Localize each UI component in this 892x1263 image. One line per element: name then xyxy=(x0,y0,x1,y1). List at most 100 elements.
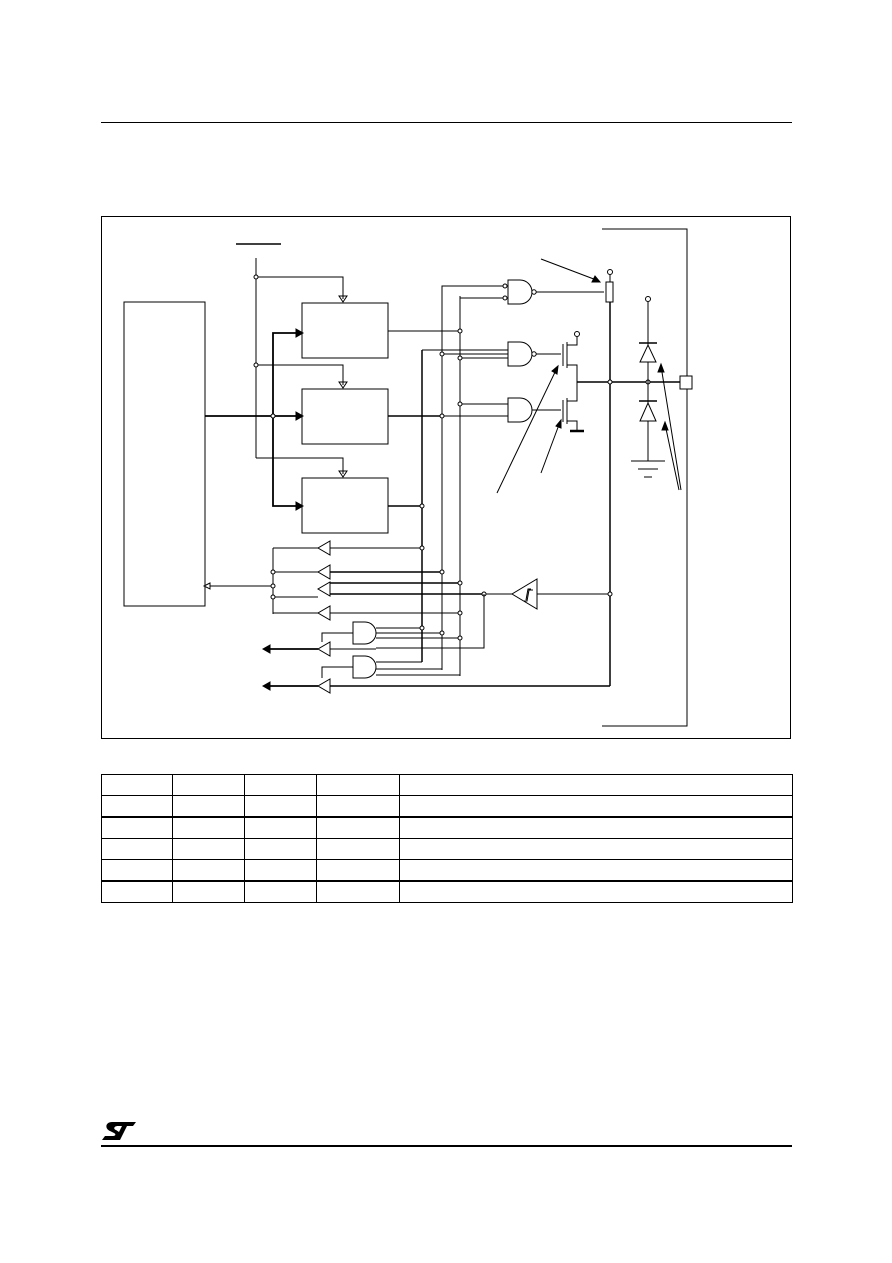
junction-dot xyxy=(457,635,463,641)
table-row xyxy=(101,816,793,839)
table-cell xyxy=(399,774,793,796)
annotation-arrow xyxy=(540,258,600,282)
junction-dot xyxy=(419,545,425,551)
table-cell xyxy=(244,880,317,903)
table-cell xyxy=(316,880,400,903)
buffer-3 xyxy=(317,581,331,597)
junction-dot xyxy=(457,580,463,586)
alt-output-1-arrowhead xyxy=(261,644,271,654)
annotation-arrowhead xyxy=(661,420,669,431)
register-block-2 xyxy=(301,388,389,445)
bus-to-reg3 xyxy=(272,416,298,507)
diode-top xyxy=(639,343,657,363)
wire xyxy=(441,285,503,288)
junction-dot xyxy=(457,328,463,334)
nand-gate-1-bubble xyxy=(531,289,537,295)
bus-to-reg1 xyxy=(272,332,298,416)
junction-dot xyxy=(253,362,259,368)
arrowhead-reg1 xyxy=(295,328,305,338)
control-to-reg1 xyxy=(256,276,344,299)
junction-dot xyxy=(270,569,276,575)
table-cell xyxy=(101,795,173,818)
nmos-source xyxy=(567,420,578,430)
nand-gate-3 xyxy=(507,397,533,423)
arrowhead-reg3-top xyxy=(338,470,348,478)
table-cell xyxy=(244,838,317,860)
junction-dot xyxy=(439,569,445,575)
schmitt-hysteresis-icon xyxy=(524,588,533,602)
annotation-arrowhead xyxy=(551,364,559,375)
input-bubble xyxy=(502,283,508,289)
table-row xyxy=(101,795,793,818)
table-row xyxy=(101,859,793,882)
and2-output xyxy=(321,666,353,678)
arrowhead-reg3 xyxy=(295,501,305,511)
table-cell xyxy=(244,816,317,839)
table-cell xyxy=(172,838,245,860)
diode-bottom xyxy=(639,401,657,422)
table-cell xyxy=(399,880,793,903)
pmos-drain xyxy=(567,364,578,382)
annotation-arrow xyxy=(664,423,680,491)
register-block-3 xyxy=(301,477,389,534)
annotation-arrow xyxy=(660,365,682,491)
pad-area-bracket xyxy=(602,228,688,727)
nand-gate-1 xyxy=(507,279,533,305)
and-gate-2 xyxy=(352,655,377,679)
annotation-arrow xyxy=(540,421,561,474)
junction-dot xyxy=(457,355,463,361)
and-gate-1 xyxy=(352,621,377,645)
junction-dot xyxy=(607,591,613,597)
table-cell xyxy=(172,795,245,818)
input-bubble xyxy=(502,295,508,301)
st-logo-icon xyxy=(102,1122,136,1140)
table-cell xyxy=(244,795,317,818)
junction-dot xyxy=(270,594,276,600)
io-port-diagram xyxy=(123,228,693,727)
control-to-reg2 xyxy=(256,364,344,385)
header-rule xyxy=(101,122,792,123)
arrowhead-reg2-top xyxy=(338,381,348,389)
junction-dot xyxy=(270,413,276,419)
table-cell xyxy=(399,795,793,818)
table-cell xyxy=(172,880,245,903)
table-cell xyxy=(101,816,173,839)
table-cell xyxy=(244,774,317,796)
and1-output xyxy=(321,632,353,642)
table-cell xyxy=(316,838,400,860)
table-cell xyxy=(316,816,400,839)
data-bus-block xyxy=(123,301,206,607)
nand-gate-2-bubble xyxy=(531,351,537,357)
table-cell xyxy=(101,774,173,796)
annotation-arrowhead xyxy=(555,418,562,429)
footer-rule xyxy=(101,1145,792,1147)
table-cell xyxy=(101,838,173,860)
io-pad xyxy=(679,375,693,390)
register-block-1 xyxy=(301,302,389,359)
table-cell xyxy=(101,880,173,903)
table-row xyxy=(101,880,793,903)
table-cell xyxy=(172,774,245,796)
schmitt-to-and xyxy=(376,594,485,649)
pmos-vdd-terminal xyxy=(574,331,580,337)
junction-dot xyxy=(419,503,425,509)
pmos-source xyxy=(567,337,578,346)
vdd-terminal xyxy=(607,269,613,275)
annotation-arrowhead xyxy=(657,362,665,373)
buffer-5 xyxy=(317,605,331,621)
buffer-2 xyxy=(317,564,331,580)
table-row xyxy=(101,838,793,860)
table-cell xyxy=(101,859,173,882)
alt-output-2-arrowhead xyxy=(261,681,271,691)
table-cell xyxy=(316,795,400,818)
schmitt-trigger xyxy=(511,578,538,610)
junction-dot xyxy=(253,274,259,280)
control-to-reg3 xyxy=(256,457,344,474)
junction-dot xyxy=(270,583,276,589)
annotation-arrowhead xyxy=(591,275,602,283)
table-cell xyxy=(172,816,245,839)
diode-vdd-terminal xyxy=(645,296,651,302)
buffer-1 xyxy=(317,540,331,556)
bus-input-arrowhead xyxy=(202,582,211,590)
junction-dot xyxy=(439,630,445,636)
